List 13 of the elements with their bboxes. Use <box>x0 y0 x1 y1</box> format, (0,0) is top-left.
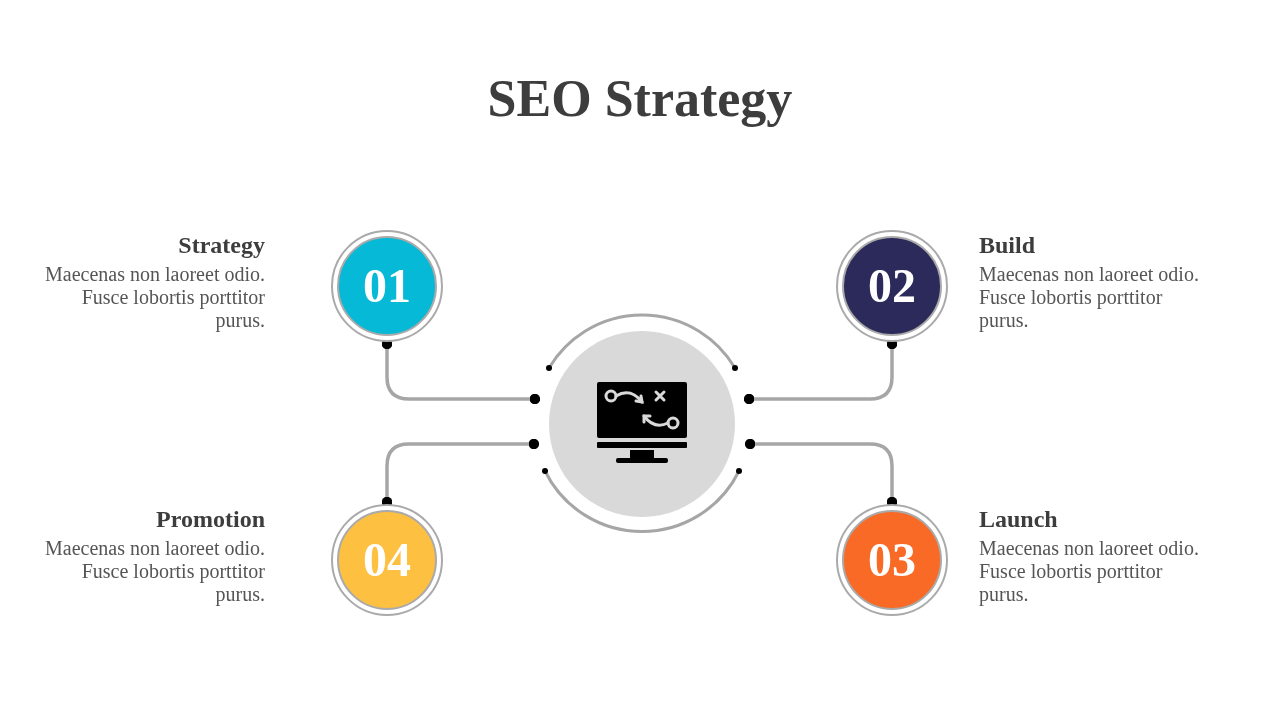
step-number: 03 <box>868 536 916 584</box>
step-heading: Build <box>979 231 1037 260</box>
step-heading: Promotion <box>155 505 265 534</box>
title: SEO Strategy <box>486 69 794 129</box>
step-description: Maecenas non laoreet odio. Fusce lobortis porttitor purus. <box>44 537 265 607</box>
step-heading: Strategy <box>177 231 265 260</box>
step-description: Maecenas non laoreet odio. Fusce lobortis porttitor purus. <box>979 537 1200 607</box>
step-description: Maecenas non laoreet odio. Fusce lobortis porttitor purus. <box>979 263 1200 333</box>
step-number: 02 <box>868 262 916 310</box>
step-number: 01 <box>363 262 411 310</box>
step-number: 04 <box>363 536 411 584</box>
step-description: Maecenas non laoreet odio. Fusce lobortis porttitor purus. <box>44 263 265 333</box>
step-heading: Launch <box>979 505 1059 534</box>
